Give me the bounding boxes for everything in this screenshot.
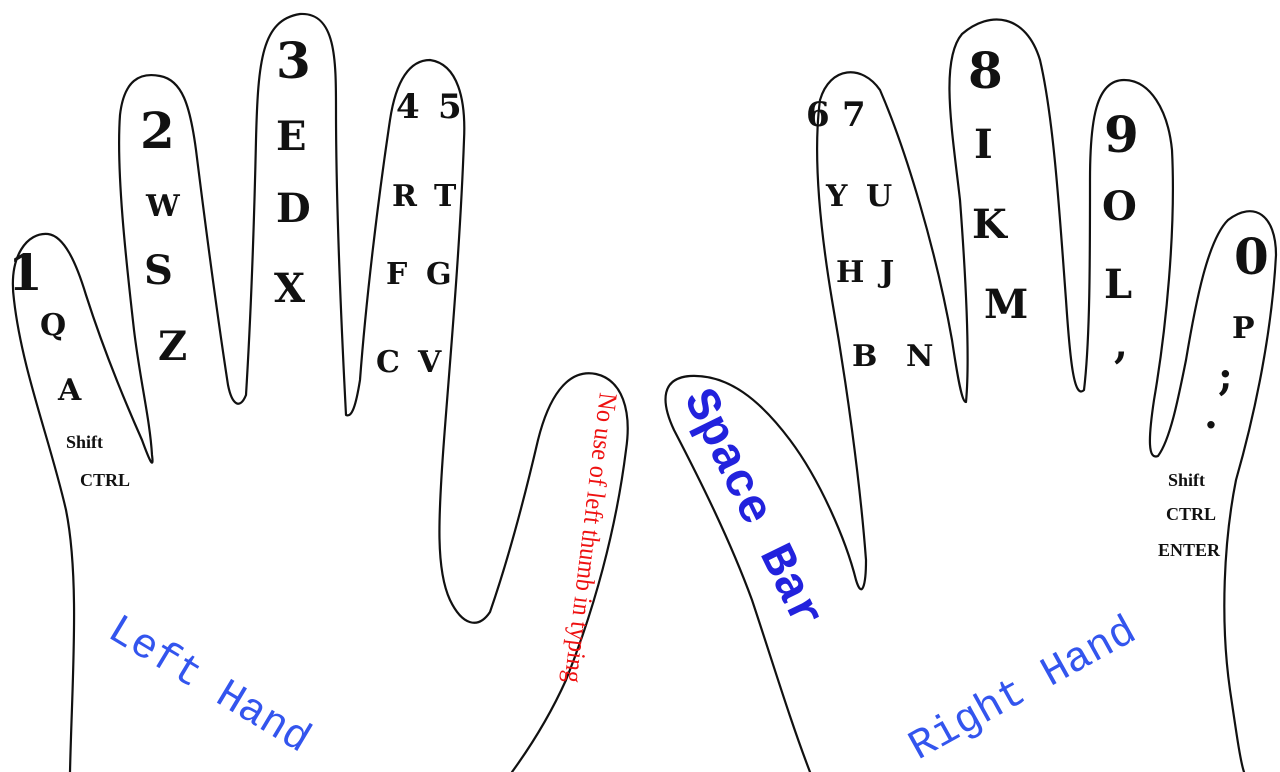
right-index-key-n: N (906, 339, 933, 374)
left-index-key-v: V (417, 345, 442, 380)
right-middle-number: 8 (968, 41, 1003, 100)
left-ring-number: 2 (140, 101, 175, 160)
left-pinky-key-a: A (57, 373, 82, 408)
left-middle-key-d: D (276, 185, 311, 232)
right-ring-key-l: L (1104, 261, 1132, 308)
right-hand-label: Right Hand (901, 607, 1145, 771)
right-enter-label: ENTER (1158, 540, 1221, 560)
left-hand-label: Left Hand (99, 606, 318, 764)
left-ring-key-w: W (145, 189, 181, 224)
right-pinky-number: 0 (1234, 227, 1269, 286)
left-shift-label: Shift (66, 432, 103, 452)
right-index-key-h: H (836, 255, 864, 290)
right-pinky-key-semicolon: ; (1218, 353, 1233, 400)
right-index-number-6: 6 (806, 95, 830, 135)
left-ctrl-label: CTRL (80, 470, 130, 490)
left-middle-key-e: E (276, 113, 307, 160)
left-middle-number: 3 (276, 31, 311, 90)
right-pinky-key-p: P (1232, 311, 1255, 346)
left-pinky-number: 1 (8, 243, 43, 302)
left-index-key-g: G (426, 257, 452, 292)
left-hand-outline (11, 12, 629, 772)
left-index-key-c: C (376, 345, 400, 380)
left-pinky-key-q: Q (40, 308, 66, 343)
left-thumb-note: No use of left thumb in typing (558, 391, 622, 684)
left-ring-key-s: S (144, 247, 173, 294)
right-ring-key-comma: , (1114, 321, 1128, 368)
left-index-key-t: T (434, 179, 457, 214)
right-middle-key-k: K (972, 201, 1008, 248)
left-middle-key-x: X (274, 265, 305, 312)
right-ring-key-o: O (1102, 183, 1137, 230)
left-index-key-f: F (386, 257, 407, 292)
right-index-key-j: J (877, 255, 894, 290)
left-index-number-4: 4 (396, 87, 420, 127)
left-index-number-5: 5 (438, 87, 462, 127)
right-hand-outline (664, 18, 1278, 772)
right-middle-key-m: M (984, 281, 1028, 328)
right-shift-label: Shift (1168, 470, 1205, 490)
left-ring-key-z: Z (158, 323, 187, 370)
right-pinky-key-period: . (1204, 391, 1218, 438)
right-middle-key-i: I (974, 121, 993, 168)
left-index-key-r: R (392, 179, 418, 214)
right-index-key-u: U (866, 179, 892, 214)
right-ctrl-label: CTRL (1166, 504, 1216, 524)
right-index-key-b: B (852, 339, 877, 374)
right-index-number-7: 7 (842, 95, 866, 135)
right-index-key-y: Y (825, 179, 848, 214)
right-ring-number: 9 (1104, 105, 1139, 164)
